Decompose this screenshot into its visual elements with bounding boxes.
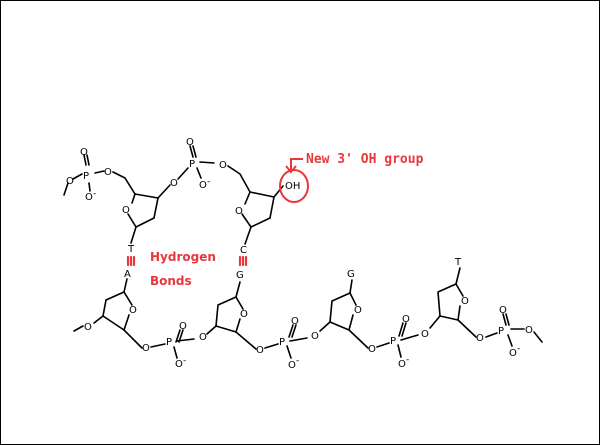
ring-oxygen: O (461, 296, 469, 307)
ester-oxygen: O (368, 344, 376, 355)
ester-oxygen: O (476, 333, 484, 344)
negative-charge: - (93, 189, 96, 199)
double-bond-oxygen: O (179, 321, 187, 332)
base-label: A (124, 269, 131, 280)
phosphorus: P (83, 171, 89, 182)
ring-oxygen: O (235, 206, 243, 217)
oh-highlight-circle (279, 169, 309, 203)
ester-oxygen: O (311, 331, 319, 342)
double-bond-oxygen: O (291, 316, 299, 327)
phosphate-group-1: O P O O - O (63, 147, 112, 203)
anionic-oxygen: O (175, 359, 183, 370)
phosphate-group-5: O P O O - O (368, 314, 429, 370)
new-strand: O P O O - O O O T O (63, 137, 300, 256)
phosphate-group-4: O P O O - O (256, 316, 319, 371)
anionic-oxygen: O (85, 192, 93, 203)
ester-oxygen: O (142, 343, 150, 354)
sugar-ring-3: O A (102, 269, 143, 349)
methoxy-end: O (73, 315, 104, 333)
negative-charge: - (296, 356, 299, 366)
ring-oxygen: O (354, 305, 362, 316)
sugar-ring-4: O G (206, 270, 257, 350)
base-label: T (127, 244, 135, 255)
double-bond-oxygen: O (186, 137, 194, 148)
anionic-oxygen: O (288, 360, 296, 371)
ester-oxygen: O (84, 322, 92, 333)
phosphate-group-2: O P O - O (177, 137, 227, 191)
ester-oxygen: O (525, 325, 533, 336)
hydrogen-bond-pair-left (126, 255, 136, 267)
negative-charge: - (183, 356, 186, 366)
negative-charge: - (517, 344, 520, 354)
phosphorus: P (166, 337, 172, 348)
base-label: G (236, 270, 244, 281)
phosphate-group-6: O P O O - O (476, 305, 543, 359)
negative-charge: - (207, 177, 210, 187)
phosphorus: P (279, 337, 285, 348)
double-bond-oxygen: O (80, 147, 88, 158)
phosphorus: P (189, 159, 195, 170)
new-3-prime-hydroxyl: OH (285, 181, 300, 192)
ring-oxygen: O (122, 205, 130, 216)
phosphorus: P (498, 326, 504, 337)
anionic-oxygen: O (509, 348, 517, 359)
phosphorus: P (390, 336, 396, 347)
oh-pointer-arrowhead (285, 165, 297, 174)
ester-oxygen: O (421, 329, 429, 340)
template-strand: O O A O P O O - O (73, 257, 543, 371)
base-label: T (454, 257, 462, 268)
ring-oxygen: O (240, 309, 248, 320)
hydrogen-bond-pair-right (238, 255, 248, 267)
ring-oxygen: O (129, 305, 137, 316)
oh-pointer-line (290, 158, 303, 170)
ester-oxygen: O (199, 332, 207, 343)
ester-oxygen: O (170, 178, 178, 189)
sugar-ring-5: O G (319, 269, 369, 349)
hydrogen-bonds: Hydrogen Bonds (126, 250, 248, 288)
hydrogen-bonds-label-line1: Hydrogen (150, 250, 216, 264)
double-bond-oxygen: O (402, 314, 410, 325)
ester-oxygen: O (256, 345, 264, 356)
new-oh-annotation: New 3' OH group (279, 152, 424, 203)
sugar-ring-1: O O T (112, 171, 178, 255)
phosphate-group-3: O P O O - O (142, 321, 207, 370)
sugar-ring-6: O T (429, 257, 477, 338)
base-label: G (347, 269, 355, 280)
sugar-ring-2: O OH C (227, 165, 300, 256)
anionic-oxygen: O (398, 359, 406, 370)
ester-oxygen: O (66, 176, 74, 187)
hydrogen-bonds-label-line2: Bonds (150, 274, 192, 288)
base-label: C (240, 245, 247, 256)
ester-oxygen: O (104, 167, 112, 178)
ester-oxygen: O (219, 160, 227, 171)
double-bond-oxygen: O (499, 305, 507, 316)
anionic-oxygen: O (199, 180, 207, 191)
new-oh-label: New 3' OH group (306, 152, 424, 167)
negative-charge: - (406, 355, 409, 365)
